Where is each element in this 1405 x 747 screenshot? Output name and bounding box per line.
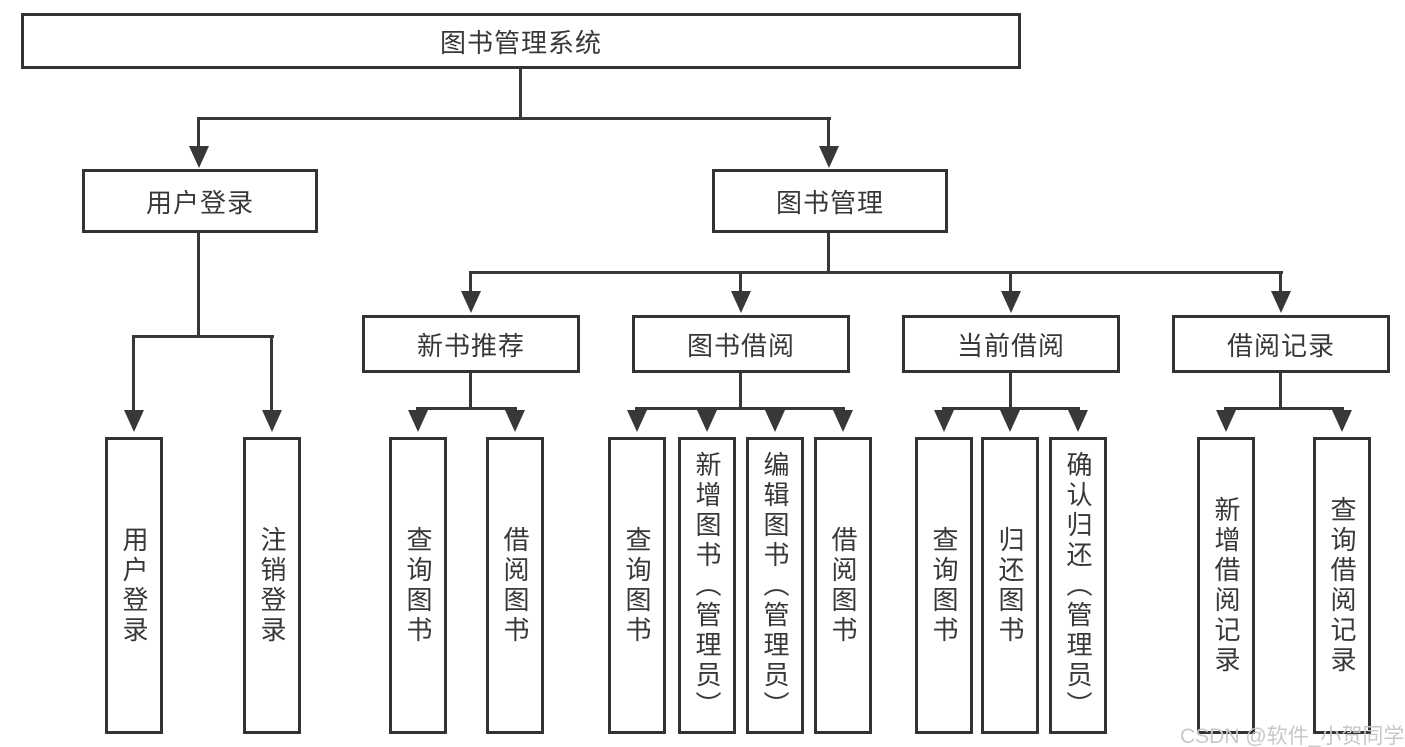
edge-login-stub (197, 233, 200, 337)
edge-to-current-borrowing (1009, 271, 1012, 293)
leaf-label: 查询借阅记录 (1327, 495, 1357, 676)
leaf-logout-login: 注销登录 (243, 437, 301, 734)
leaf-label: 新增图书（管理员） (692, 450, 722, 721)
node-book-management: 图书管理 (712, 169, 948, 233)
node-library-system: 图书管理系统 (21, 13, 1021, 69)
edge-section3-stub (1279, 373, 1282, 409)
leaf-add-book-admin: 新增图书（管理员） (678, 437, 736, 734)
edge-section0-stub (469, 373, 472, 409)
edge-section1-stub (739, 373, 742, 409)
arrow-down-icon (505, 410, 525, 432)
leaf-label: 借阅图书 (828, 525, 858, 646)
leaf-label: 注销登录 (257, 525, 287, 646)
leaf-label: 归还图书 (995, 525, 1025, 646)
leaf-return-book: 归还图书 (981, 437, 1039, 734)
edge-to-new-book (469, 271, 472, 293)
node-book-borrowing: 图书借阅 (632, 315, 850, 373)
edge-section0-bus (416, 407, 517, 410)
arrow-down-icon (1332, 410, 1352, 432)
edge-to-book-management (827, 117, 830, 148)
leaf-label: 新增借阅记录 (1211, 495, 1241, 676)
leaf-label: 用户登录 (119, 525, 149, 646)
leaf-label: 查询图书 (622, 525, 652, 646)
edge-to-user-login (197, 117, 200, 148)
arrow-down-icon (1216, 410, 1236, 432)
arrow-down-icon (934, 410, 954, 432)
edge-to-book-borrowing (739, 271, 742, 293)
edge-management-bus (469, 271, 1283, 274)
leaf-query-books-1: 查询图书 (389, 437, 447, 734)
edge-management-stub (827, 233, 830, 273)
arrow-down-icon (1068, 410, 1088, 432)
arrow-down-icon (1001, 291, 1021, 313)
arrow-down-icon (189, 146, 209, 168)
leaf-add-borrow-record: 新增借阅记录 (1197, 437, 1255, 734)
edge-root-stub (519, 69, 522, 118)
node-user-login: 用户登录 (82, 169, 318, 233)
edge-level1-bus (197, 117, 831, 120)
arrow-down-icon (697, 410, 717, 432)
leaf-label: 借阅图书 (500, 525, 530, 646)
arrow-down-icon (731, 291, 751, 313)
edge-to-borrowing-records (1279, 271, 1282, 293)
leaf-confirm-return-admin: 确认归还（管理员） (1049, 437, 1107, 734)
edge-section1-bus (635, 407, 845, 410)
leaf-label: 查询图书 (929, 525, 959, 646)
leaf-edit-book-admin: 编辑图书（管理员） (746, 437, 804, 734)
edge-section2-bus (942, 407, 1080, 410)
edge-section2-stub (1009, 373, 1012, 409)
edge-section3-bus (1224, 407, 1344, 410)
arrow-down-icon (819, 146, 839, 168)
arrow-down-icon (627, 410, 647, 432)
arrow-down-icon (408, 410, 428, 432)
arrow-down-icon (1271, 291, 1291, 313)
edge-to-leaf-user-login (132, 335, 135, 413)
leaf-query-borrow-record: 查询借阅记录 (1313, 437, 1371, 734)
leaf-borrow-books-1: 借阅图书 (486, 437, 544, 734)
edge-login-bus (132, 335, 274, 338)
leaf-query-books-2: 查询图书 (608, 437, 666, 734)
leaf-label: 编辑图书（管理员） (760, 450, 790, 721)
leaf-user-login: 用户登录 (105, 437, 163, 734)
leaf-label: 查询图书 (403, 525, 433, 646)
leaf-label: 确认归还（管理员） (1063, 450, 1093, 721)
arrow-down-icon (833, 410, 853, 432)
arrow-down-icon (124, 410, 144, 432)
node-current-borrowing: 当前借阅 (902, 315, 1120, 373)
edge-to-leaf-logout (270, 335, 273, 413)
arrow-down-icon (461, 291, 481, 313)
arrow-down-icon (262, 410, 282, 432)
leaf-query-books-3: 查询图书 (915, 437, 973, 734)
node-borrowing-records: 借阅记录 (1172, 315, 1390, 373)
arrow-down-icon (765, 410, 785, 432)
node-new-book-recommendation: 新书推荐 (362, 315, 580, 373)
csdn-watermark: CSDN @软件_小贺同学 (1180, 725, 1405, 747)
leaf-borrow-books-2: 借阅图书 (814, 437, 872, 734)
arrow-down-icon (1000, 410, 1020, 432)
